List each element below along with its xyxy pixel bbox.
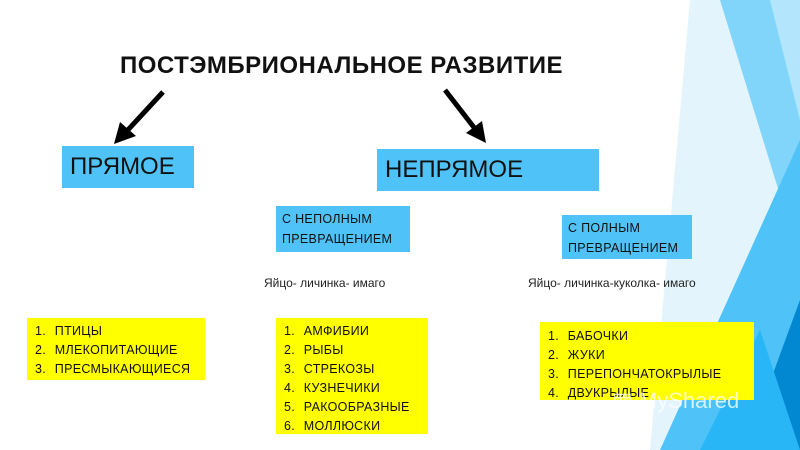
- diagram-title: ПОСТЭМБРИОНАЛЬНОЕ РАЗВИТИЕ: [120, 52, 564, 79]
- list-item: 3. ПЕРЕПОНЧАТОКРЫЛЫЕ: [548, 367, 722, 381]
- list-item: 1. ПТИЦЫ: [35, 324, 103, 338]
- list-item: 3. ПРЕСМЫКАЮЩИЕСЯ: [35, 362, 191, 376]
- incomplete-stages-text: Яйцо- личинка- имаго: [264, 276, 386, 290]
- list-item: 2. МЛЕКОПИТАЮЩИЕ: [35, 343, 178, 357]
- incomplete-examples-list: 1. АМФИБИИ 2. РЫБЫ 3. СТРЕКОЗЫ 4. КУЗНЕЧ…: [276, 318, 428, 434]
- incomplete-label-line1: С НЕПОЛНЫМ: [282, 212, 373, 226]
- complete-label-line2: ПРЕВРАЩЕНИЕМ: [568, 241, 679, 255]
- list-item: 2. РЫБЫ: [284, 343, 344, 357]
- watermark-text: MyShared: [638, 388, 740, 413]
- list-item: 4. ДВУКРЫЛЫЕ: [548, 386, 650, 400]
- arrow-to-indirect: [443, 88, 486, 143]
- incomplete-label-line2: ПРЕВРАЩЕНИЕМ: [282, 232, 393, 246]
- indirect-development-box: НЕПРЯМОЕ: [377, 149, 599, 191]
- direct-examples-list: 1. ПТИЦЫ 2. МЛЕКОПИТАЮЩИЕ 3. ПРЕСМЫКАЮЩИ…: [27, 318, 205, 380]
- list-item: 4. КУЗНЕЧИКИ: [284, 381, 381, 395]
- complete-metamorphosis-box: С ПОЛНЫМ ПРЕВРАЩЕНИЕМ: [562, 215, 692, 259]
- list-item: 1. АМФИБИИ: [284, 324, 370, 338]
- complete-label-line1: С ПОЛНЫМ: [568, 221, 641, 235]
- complete-stages-text: Яйцо- личинка-куколка- имаго: [528, 276, 696, 290]
- list-item: 2. ЖУКИ: [548, 348, 606, 362]
- indirect-label: НЕПРЯМОЕ: [385, 156, 524, 183]
- list-item: 5. РАКООБРАЗНЫЕ: [284, 400, 410, 414]
- incomplete-metamorphosis-box: С НЕПОЛНЫМ ПРЕВРАЩЕНИЕМ: [276, 206, 410, 252]
- complete-examples-list: 1. БАБОЧКИ 2. ЖУКИ 3. ПЕРЕПОНЧАТОКРЫЛЫЕ …: [540, 322, 754, 400]
- list-item: 6. МОЛЛЮСКИ: [284, 419, 381, 433]
- list-item: 1. БАБОЧКИ: [548, 329, 629, 343]
- direct-development-box: ПРЯМОЕ: [62, 146, 194, 188]
- watermark-logo: ▦ MyShared: [612, 388, 739, 414]
- list-item: 3. СТРЕКОЗЫ: [284, 362, 375, 376]
- direct-label: ПРЯМОЕ: [70, 153, 175, 180]
- watermark-icon: ▦: [612, 388, 633, 413]
- arrow-to-direct: [114, 90, 165, 144]
